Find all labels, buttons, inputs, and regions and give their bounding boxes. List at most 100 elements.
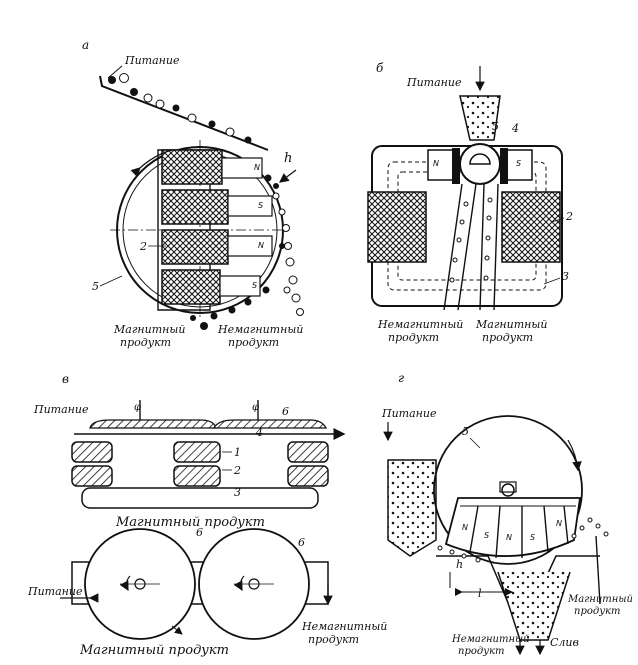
panel-a-callout-5: 5	[92, 280, 99, 293]
panel-b-callout-5: 5	[492, 120, 499, 133]
panel-g: г Питание 5 N S N S N	[381, 371, 633, 657]
panel-g-rotation-arrow	[567, 439, 582, 472]
panel-g-pole-5: N	[556, 519, 562, 528]
panel-v-shaft-mark-left: φ	[134, 402, 141, 413]
panel-b-pole-tip-right	[500, 148, 508, 184]
panel-a-feed-label: Питание	[124, 54, 180, 67]
panel-v-magnet-3a	[287, 441, 329, 463]
panel-v-shaft-mark-right: φ	[252, 402, 259, 413]
panel-v-callout-3: 3	[234, 486, 241, 499]
panel-g-hub-block	[499, 481, 517, 493]
panel-a-pole-3: N	[258, 241, 264, 250]
panel-a-magnet-system	[161, 149, 273, 305]
panel-v-magnet-1a	[71, 441, 113, 463]
panel-v-disk-left	[89, 419, 217, 429]
panel-g-magnetic-chute	[595, 535, 601, 605]
panel-b-particles	[449, 197, 493, 283]
panel-b-nonmagnetic-label-1: Немагнитный	[377, 318, 463, 331]
panel-g-length-label: l	[478, 587, 482, 600]
panel-b-coil-left	[367, 191, 427, 263]
panel-g-magnetic-label-2: продукт	[574, 606, 620, 617]
panel-b-chute-nonmagnetic	[443, 183, 477, 311]
panel-b-feed-hopper	[459, 95, 501, 141]
panel-g-pole-1: N	[462, 523, 468, 532]
panel-v-disk-right	[212, 419, 328, 429]
panel-g-callout-5: 5	[462, 425, 469, 438]
panel-a-magnetic-label-1: Магнитный	[113, 323, 185, 336]
panel-g-drain-label: Слив	[550, 636, 579, 649]
panel-g-nonmagnetic-label-1: Немагнитный	[451, 634, 530, 645]
panel-b-pole-tip-left	[452, 148, 460, 184]
panel-v-letter: в	[62, 372, 69, 386]
panel-g-feed-label: Питание	[381, 407, 437, 420]
panel-v-magnet-2a	[173, 441, 221, 463]
panel-a-pole-4: S	[252, 281, 257, 290]
panel-a-pole-1: N	[254, 163, 260, 172]
panel-a-gap-label: h	[284, 151, 292, 166]
panel-a-nonmagnetic-particles	[272, 192, 304, 316]
panel-b-callout-3-leader	[543, 277, 561, 285]
panel-b-nonmagnetic-label-2: продукт	[388, 331, 439, 344]
panel-a: а Питание	[82, 38, 304, 349]
panel-v: в Питание φ φ 6 4 1 2 3 Магнитный продук…	[27, 372, 387, 658]
panel-v-plan-mag-arrow	[171, 625, 183, 635]
panel-g-nonmagnetic-label-2: продукт	[458, 646, 504, 657]
panel-a-gap-arrow	[279, 169, 297, 183]
panel-g-feed-hopper	[387, 459, 437, 557]
panel-v-plan-rot-right	[233, 575, 245, 592]
panel-v-callout-6b: 6	[196, 526, 203, 539]
panel-b-callout-2-leader	[551, 217, 565, 223]
panel-g-gap-label: h	[456, 558, 463, 571]
panel-v-callout-6: 6	[282, 405, 289, 418]
panel-b-magnetic-label-2: продукт	[482, 331, 533, 344]
panel-b-coil-right	[501, 191, 561, 263]
panel-a-letter: а	[82, 38, 89, 52]
panel-v-plan-belt	[71, 561, 329, 605]
panel-v-nonmagnetic-label-1: Немагнитный	[301, 620, 387, 633]
panel-b-chute-magnetic	[479, 183, 499, 311]
panel-v-callout-1: 1	[234, 446, 241, 459]
panel-b-letter: б	[376, 61, 384, 75]
panel-v-nonmagnetic-label-2: продукт	[308, 633, 359, 646]
panel-b-feed-label: Питание	[406, 76, 462, 89]
panel-a-feed-particles	[108, 73, 252, 144]
panel-b-callout-2: 2	[565, 210, 573, 223]
panel-v-callout-2: 2	[233, 464, 241, 477]
panel-a-feed-leader	[107, 65, 123, 79]
panel-a-nonmagnetic-label-2: продукт	[228, 336, 279, 349]
panel-g-letter: г	[398, 371, 404, 385]
panel-b-pole-s: S	[516, 159, 521, 168]
panel-b-callout-4: 4	[511, 122, 519, 135]
panel-a-feed-chute	[99, 75, 269, 151]
panel-b-magnetic-label-1: Магнитный	[475, 318, 547, 331]
panel-v-plan-rot-left	[119, 575, 131, 592]
panel-b-callout-3: 3	[562, 270, 569, 283]
panel-a-pole-2: S	[258, 201, 263, 210]
panel-a-rotation-arrow	[130, 149, 173, 178]
panel-g-tailings-chute	[497, 571, 571, 641]
panel-a-magnetic-particles	[190, 174, 285, 330]
panel-a-nonmagnetic-label-1: Немагнитный	[217, 323, 303, 336]
panel-v-magnetic-top-label: Магнитный продукт	[115, 515, 265, 530]
panel-g-magnetic-label-1: Магнитный	[567, 594, 633, 605]
panel-g-pole-2: S	[484, 531, 489, 540]
panel-v-base	[81, 487, 319, 509]
panel-g-pole-3: N	[506, 533, 512, 542]
panel-v-magnetic-bottom-label: Магнитный продукт	[79, 643, 229, 658]
panel-v-feed-bottom-label: Питание	[27, 585, 83, 598]
panel-v-magnet-3b	[287, 465, 329, 487]
panel-b-rotor-core	[469, 153, 491, 165]
panel-g-magnet-teeth	[469, 505, 569, 559]
panel-v-magnet-2b	[173, 465, 221, 487]
panel-a-callout-5-leader	[99, 275, 123, 287]
panel-a-magnetic-label-2: продукт	[120, 336, 171, 349]
panel-v-callout-4: 4	[255, 426, 263, 439]
panel-g-pole-4: S	[530, 533, 535, 542]
panel-g-particles	[437, 517, 609, 563]
panel-v-feed-top-label: Питание	[33, 403, 89, 416]
panel-b: б Питание N S	[367, 61, 573, 344]
panel-v-callout-6c: 6	[298, 536, 305, 549]
panel-v-magnet-1b	[71, 465, 113, 487]
